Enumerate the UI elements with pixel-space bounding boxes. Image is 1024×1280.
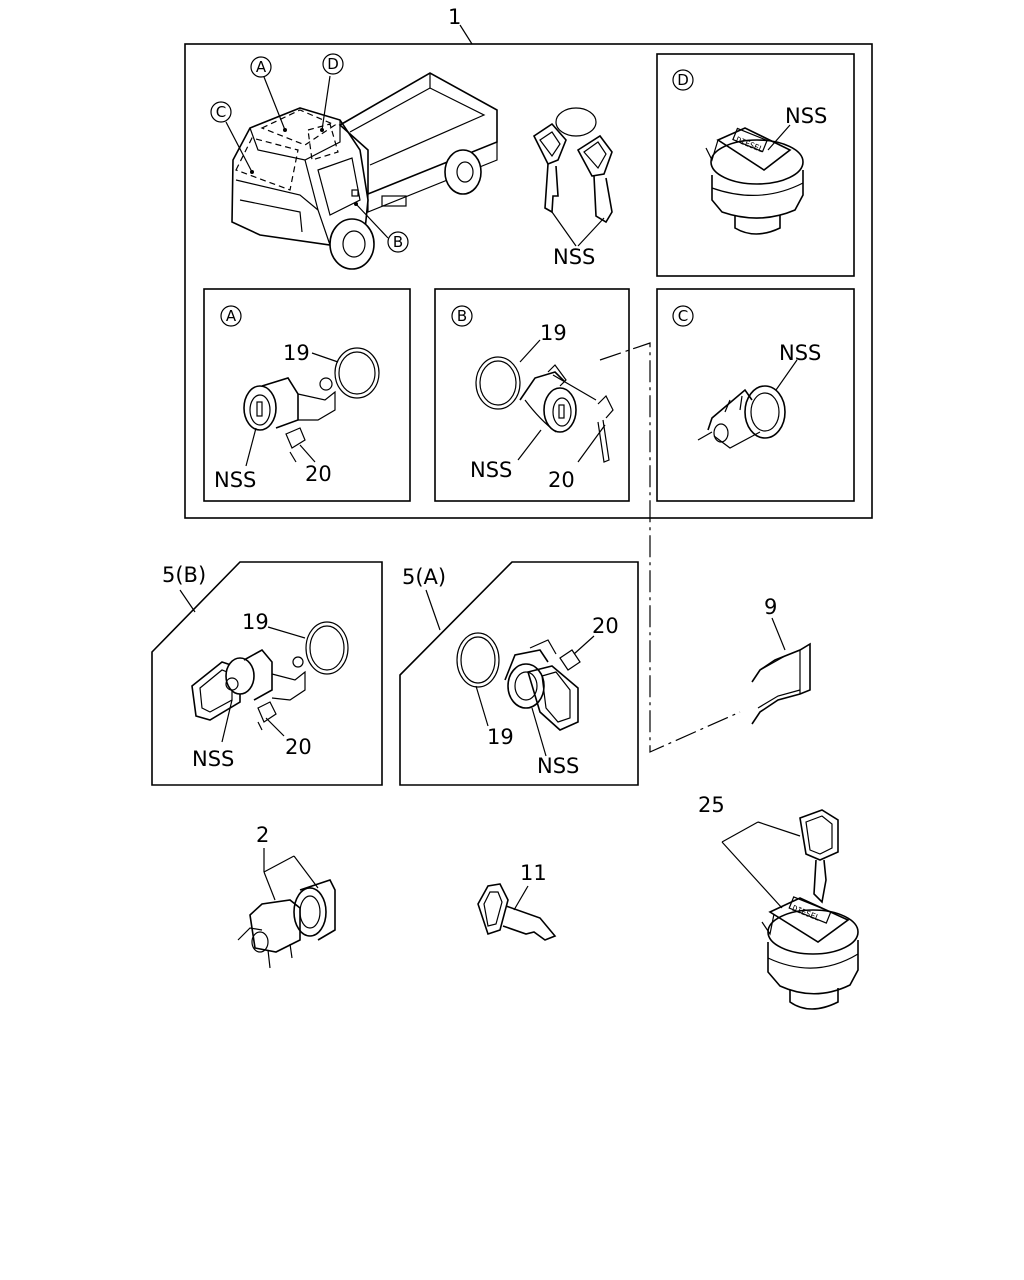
retainer-label-5a: 20 [592, 614, 619, 638]
view-marker-c: C [678, 307, 688, 325]
assembly-1-group: 1 [184, 5, 873, 519]
key-pair-illustration [532, 107, 613, 247]
view-marker-b: B [457, 307, 467, 325]
nss-label-keys: NSS [553, 245, 595, 269]
clip-9-group: 9 [751, 595, 811, 725]
view-marker-a: A [226, 307, 237, 325]
callout-1: 1 [448, 5, 461, 29]
svg-text:C: C [216, 103, 226, 121]
retainer-label-b: 20 [548, 468, 575, 492]
detail-box-b: B 19 NSS 20 [434, 288, 630, 502]
key-set-5b-group: 5(B) 19 NSS 20 [151, 561, 383, 786]
callout-5a: 5(A) [402, 565, 446, 589]
detail-box-a: A 19 NSS 20 [203, 288, 411, 502]
callout-5b: 5(B) [162, 563, 206, 587]
detail-box-d: D DIESEL NSS [656, 53, 855, 277]
view-marker-a-top: A [250, 56, 272, 78]
truck-illustration [225, 72, 498, 270]
svg-text:B: B [393, 233, 403, 251]
nss-label-a: NSS [214, 468, 256, 492]
nss-label-d: NSS [785, 104, 827, 128]
key-11-group: 11 [477, 861, 557, 941]
gasket-label-a: 19 [283, 341, 310, 365]
nss-label-5b: NSS [192, 747, 234, 771]
svg-text:A: A [256, 58, 267, 76]
view-marker-b-top: B [387, 231, 409, 253]
nss-label-b: NSS [470, 458, 512, 482]
callout-25: 25 [698, 793, 725, 817]
key-set-5a-group: 5(A) 19 20 NSS [399, 561, 639, 786]
assembly-leader [459, 24, 473, 45]
callout-9: 9 [764, 595, 777, 619]
view-marker-d: D [677, 71, 689, 89]
assembly-frame [184, 43, 873, 519]
retainer-label-5b: 20 [285, 735, 312, 759]
fuel-cap-25-group: 25 DIESEL [698, 793, 859, 1010]
retainer-label-a: 20 [305, 462, 332, 486]
svg-text:D: D [327, 55, 339, 73]
gasket-label-5b: 19 [242, 610, 269, 634]
gasket-label-b: 19 [540, 321, 567, 345]
detail-box-c: C NSS [656, 288, 855, 502]
view-marker-c-top: C [210, 101, 232, 123]
callout-2: 2 [256, 823, 269, 847]
nss-label-5a: NSS [537, 754, 579, 778]
cylinder-2-group: 2 [237, 823, 336, 969]
gasket-label-5a: 19 [487, 725, 514, 749]
view-marker-d-top: D [322, 53, 344, 75]
nss-label-c: NSS [779, 341, 821, 365]
callout-11: 11 [520, 861, 547, 885]
phantom-leader-line [599, 342, 741, 753]
